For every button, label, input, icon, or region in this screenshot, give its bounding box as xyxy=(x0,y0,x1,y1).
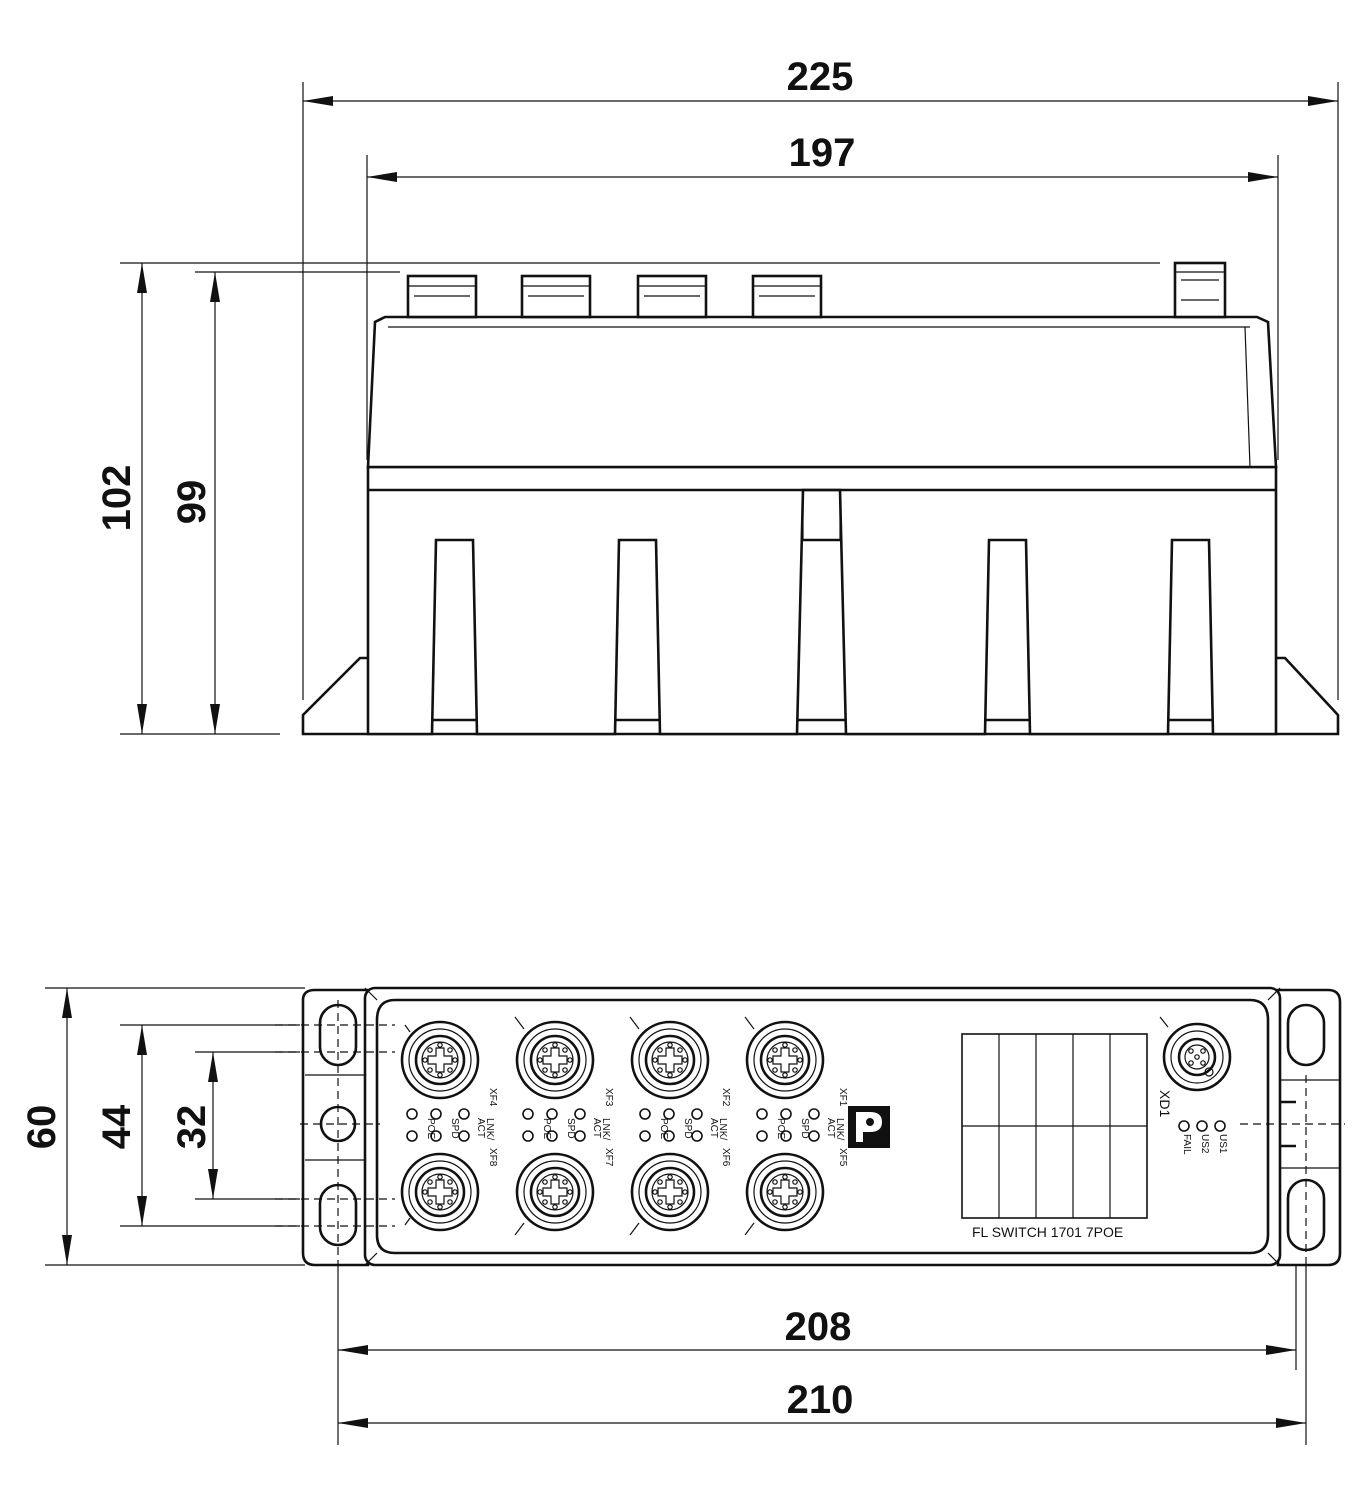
left-flange xyxy=(301,988,370,1267)
ports-top-row xyxy=(400,1016,825,1100)
label-act-2: ACT xyxy=(591,1118,602,1138)
label-lnk-4: LNK/ xyxy=(834,1118,845,1140)
label-poe-1: POE xyxy=(425,1118,436,1139)
led-labels-2: XF3 LNK/ ACT SPD POE XF7 xyxy=(541,1088,614,1167)
dim-base-length: 210 xyxy=(787,1378,854,1422)
label-xf2: XF2 xyxy=(720,1088,731,1107)
label-xf1: XF1 xyxy=(837,1088,848,1107)
lower-housing xyxy=(366,465,1278,736)
label-poe-3: POE xyxy=(658,1118,669,1139)
label-lnk-2: LNK/ xyxy=(600,1118,611,1140)
label-poe-2: POE xyxy=(541,1118,552,1139)
label-xf7: XF7 xyxy=(603,1148,614,1167)
side-view: 225 197 102 99 xyxy=(95,55,1340,736)
label-us2: US2 xyxy=(1199,1134,1210,1154)
label-xf5: XF5 xyxy=(837,1148,848,1167)
label-lnk-1: LNK/ xyxy=(484,1118,495,1140)
label-spd-3: SPD xyxy=(682,1118,693,1139)
dim-overall-height: 102 xyxy=(95,465,139,532)
dim-hole-pitch: 208 xyxy=(785,1305,852,1349)
label-xf4: XF4 xyxy=(487,1088,498,1107)
dim-depth: 60 xyxy=(20,1105,64,1150)
ports-bottom-row xyxy=(400,1152,825,1236)
led-labels-1: XF4 LNK/ ACT SPD POE XF8 xyxy=(425,1088,498,1167)
base-flange xyxy=(301,656,1340,736)
label-lnk-3: LNK/ xyxy=(717,1118,728,1140)
label-act-4: ACT xyxy=(825,1118,836,1138)
dim-housing-width: 197 xyxy=(789,131,856,175)
label-xd1: XD1 xyxy=(1157,1090,1173,1117)
led-labels-3: XF2 LNK/ ACT SPD POE XF6 xyxy=(658,1088,731,1167)
upper-housing xyxy=(366,315,1278,469)
label-poe-4: POE xyxy=(775,1118,786,1139)
phoenix-contact-logo-icon xyxy=(848,1106,890,1148)
dim-hole-spacing-inner: 32 xyxy=(170,1105,214,1150)
side-connectors xyxy=(406,261,1227,319)
label-spd-1: SPD xyxy=(449,1118,460,1139)
label-fail: FAIL xyxy=(1181,1134,1192,1155)
label-xf6: XF6 xyxy=(720,1148,731,1167)
dim-hole-spacing-outer: 44 xyxy=(95,1104,139,1149)
label-spd-2: SPD xyxy=(565,1118,576,1139)
led-labels-4: XF1 LNK/ ACT SPD POE XF5 xyxy=(775,1088,848,1167)
marking-label-field xyxy=(961,1033,1148,1219)
label-xf3: XF3 xyxy=(603,1088,614,1107)
mounting-slot-right-top xyxy=(1286,1003,1326,1067)
top-view: 60 44 32 208 210 xyxy=(20,986,1345,1445)
label-spd-4: SPD xyxy=(799,1118,810,1139)
power-connector-xd1 xyxy=(1159,1016,1232,1092)
model-label: FL SWITCH 1701 7POE xyxy=(972,1224,1123,1240)
label-xf8: XF8 xyxy=(487,1148,498,1167)
label-us1: US1 xyxy=(1217,1134,1228,1154)
label-act-3: ACT xyxy=(708,1118,719,1138)
label-act-1: ACT xyxy=(475,1118,486,1138)
dim-overall-width: 225 xyxy=(787,55,854,99)
dim-housing-height: 99 xyxy=(170,480,214,525)
